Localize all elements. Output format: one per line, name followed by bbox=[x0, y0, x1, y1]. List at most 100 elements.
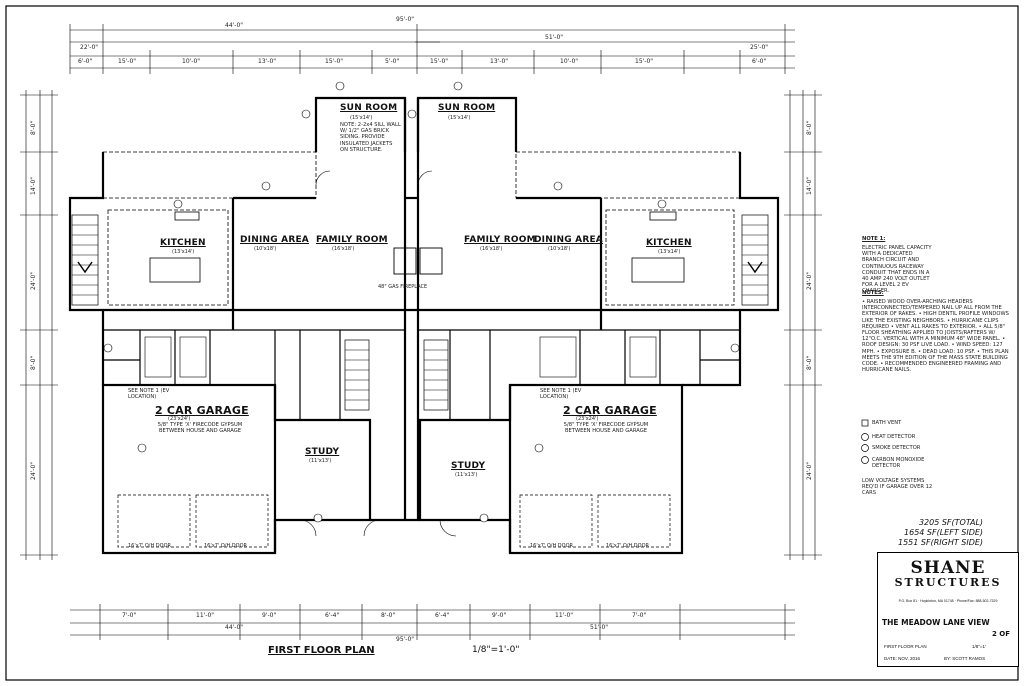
dim-left-3: 8'-0" bbox=[30, 355, 37, 370]
room-sun-left-dim: (15'x14') bbox=[350, 115, 373, 121]
area-left: 1654 SF(LEFT SIDE) bbox=[904, 528, 984, 537]
company-logo: SHANE STRUCTURES bbox=[878, 559, 1018, 589]
sun-room-note: NOTE: 2-2x4 SILL WALL W/ 1/2" GAS BRICK … bbox=[340, 122, 401, 153]
dim-left-1: 14'-0" bbox=[30, 176, 37, 195]
garage-door-left-b: 16'x7' O/H DOOR bbox=[204, 543, 248, 549]
dim-top-7: 13'-0" bbox=[490, 58, 509, 65]
garage-door-left-a: 16'x7' O/H DOOR bbox=[128, 543, 172, 549]
dim-left-4: 24'-0" bbox=[30, 461, 37, 480]
room-kitchen-right: KITCHEN bbox=[646, 238, 692, 248]
dim-top-sub-right: 25'-0" bbox=[750, 44, 769, 51]
dim-top-1: 15'-0" bbox=[118, 58, 137, 65]
stairs bbox=[71, 214, 769, 411]
drawn-by: BY: SCOTT RAMOS bbox=[944, 656, 986, 661]
exterior-walls bbox=[68, 96, 780, 555]
note1-title: NOTE 1: bbox=[862, 236, 886, 242]
room-family-right: FAMILY ROOM bbox=[464, 235, 536, 245]
plan-title: FIRST FLOOR PLAN bbox=[268, 645, 375, 656]
room-dining-right-dim: (10'x18') bbox=[548, 246, 571, 252]
dimension-lines bbox=[25, 29, 816, 636]
dim-top-9: 15'-0" bbox=[635, 58, 654, 65]
dim-right-2: 24'-0" bbox=[806, 271, 813, 290]
fireplaces bbox=[393, 247, 443, 275]
dim-bottom-4: 8'-0" bbox=[381, 612, 396, 619]
notes-body: • RAISED WOOD OVER-ARCHING HEADERS INTER… bbox=[862, 299, 1009, 374]
room-sun-right-dim: (15'x14') bbox=[448, 115, 471, 121]
company-name-bottom: STRUCTURES bbox=[894, 576, 1002, 589]
garage-left-fire-note: 5/8" TYPE 'X' FIRECODE GYPSUM BETWEEN HO… bbox=[157, 422, 243, 435]
room-sun-right: SUN ROOM bbox=[438, 103, 496, 113]
dim-top-0: 6'-0" bbox=[78, 58, 93, 65]
plan-scale: 1/8"=1'-0" bbox=[472, 645, 520, 655]
room-study-right: STUDY bbox=[451, 461, 486, 471]
dim-right-0: 8'-0" bbox=[806, 120, 813, 135]
grid-bubbles bbox=[137, 81, 667, 523]
dim-bottom-8: 7'-0" bbox=[632, 612, 647, 619]
dimension-ticks bbox=[20, 24, 822, 640]
interior-walls bbox=[103, 329, 740, 420]
room-garage-right-dim: (23'x24') bbox=[576, 416, 599, 422]
garage-doors bbox=[117, 494, 671, 548]
room-kitchen-left: KITCHEN bbox=[160, 238, 206, 248]
area-total: 3205 SF(TOTAL) bbox=[918, 518, 984, 527]
company-address: P.O. Box 81 · Hopkinton, MA 01748 · Phon… bbox=[898, 599, 998, 603]
room-garage-left-dim: (23'x24') bbox=[168, 416, 191, 422]
room-family-right-dim: (16'x18') bbox=[480, 246, 503, 252]
dim-left-0: 8'-0" bbox=[30, 120, 37, 135]
sheet-label: FIRST FLOOR PLAN bbox=[884, 644, 927, 649]
fireplace-label: 48" GAS FIREPLACE bbox=[378, 284, 428, 290]
dim-bottom-6: 9'-0" bbox=[492, 612, 507, 619]
door-swings bbox=[299, 170, 457, 537]
dim-bottom-3: 6'-4" bbox=[325, 612, 340, 619]
dim-left-2: 24'-0" bbox=[30, 271, 37, 290]
see-note-left: SEE NOTE 1 (EV LOCATION) bbox=[128, 388, 170, 401]
garage-door-right-a: 16'x7' O/H DOOR bbox=[530, 543, 574, 549]
dim-right-4: 24'-0" bbox=[806, 461, 813, 480]
room-family-left: FAMILY ROOM bbox=[316, 235, 388, 245]
room-kitchen-right-dim: (13'x14') bbox=[658, 249, 681, 255]
deck-outline bbox=[102, 151, 741, 306]
dim-top-2: 10'-0" bbox=[182, 58, 201, 65]
room-dining-left: DINING AREA bbox=[240, 235, 309, 245]
company-name-top: SHANE bbox=[910, 558, 986, 578]
sheet-border bbox=[5, 5, 1019, 681]
dim-bottom-2: 9'-0" bbox=[262, 612, 277, 619]
dim-right-3: 8'-0" bbox=[806, 355, 813, 370]
dim-bottom-0: 7'-0" bbox=[122, 612, 137, 619]
room-study-right-dim: (11'x13') bbox=[455, 472, 478, 478]
room-family-left-dim: (16'x18') bbox=[332, 246, 355, 252]
area-summary: 3205 SF(TOTAL) 1654 SF(LEFT SIDE) 1551 S… bbox=[898, 518, 983, 548]
notes-title: NOTES: bbox=[862, 290, 884, 296]
room-study-left: STUDY bbox=[305, 447, 340, 457]
drawing-date: DATE: NOV, 2016 bbox=[884, 656, 921, 661]
stair-treads bbox=[72, 224, 768, 401]
dim-top-8: 10'-0" bbox=[560, 58, 579, 65]
legend-bath-vent: BATH VENT bbox=[872, 420, 902, 426]
dim-bottom-1: 11'-0" bbox=[196, 612, 215, 619]
dim-bottom-7: 11'-0" bbox=[555, 612, 574, 619]
dim-right-1: 14'-0" bbox=[806, 176, 813, 195]
legend-co-detector: CARBON MONOXIDE DETECTOR bbox=[872, 457, 925, 470]
dim-top-total: 95'-0" bbox=[396, 16, 415, 23]
kitchen-islands bbox=[149, 211, 685, 283]
dim-bottom-right: 51'-0" bbox=[590, 624, 609, 631]
legend-heat-detector: HEAT DETECTOR bbox=[872, 434, 916, 440]
note1-body: ELECTRIC PANEL CAPACITY WITH A DEDICATED… bbox=[862, 245, 932, 295]
dim-top-left: 44'-0" bbox=[225, 22, 244, 29]
garage-right-fire-note: 5/8" TYPE 'X' FIRECODE GYPSUM BETWEEN HO… bbox=[563, 422, 649, 435]
project-name: THE MEADOW LANE VIEW bbox=[882, 618, 990, 627]
legend-low-voltage: LOW VOLTAGE SYSTEMS REQ'D IF GARAGE OVER… bbox=[862, 478, 933, 497]
sheet-number: 2 OF bbox=[991, 630, 1010, 638]
dim-top-sub-left: 22'-0" bbox=[80, 44, 99, 51]
dim-top-3: 13'-0" bbox=[258, 58, 277, 65]
dim-top-10: 6'-0" bbox=[752, 58, 767, 65]
room-garage-right: 2 CAR GARAGE bbox=[563, 404, 657, 417]
dim-top-right: 51'-0" bbox=[545, 34, 564, 41]
stair-arrows bbox=[77, 261, 763, 274]
dim-bottom-5: 6'-4" bbox=[435, 612, 450, 619]
legend-symbols bbox=[861, 419, 869, 464]
see-note-right: SEE NOTE 1 (EV LOCATION) bbox=[540, 388, 582, 401]
room-study-left-dim: (11'x13') bbox=[309, 458, 332, 464]
sheet-scale: 1/8"=1' bbox=[972, 644, 986, 649]
